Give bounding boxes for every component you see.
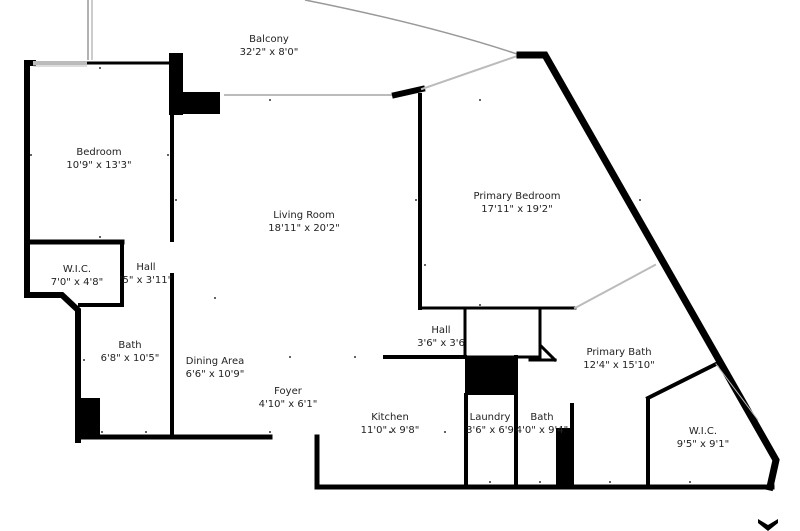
room-kitchen: Kitchen 11'0" x 9'8" — [361, 411, 420, 437]
room-living-room: Living Room 18'11" x 20'2" — [268, 209, 340, 235]
room-wic-right: W.I.C. 9'5" x 9'1" — [677, 425, 729, 451]
room-hall-center: Hall 3'6" x 3'6 — [417, 324, 465, 350]
room-dims: 12'4" x 15'10" — [583, 360, 655, 371]
room-dims: 17'11" x 19'2" — [481, 204, 553, 215]
room-wic-left: W.I.C. 7'0" x 4'8" — [51, 263, 103, 289]
windows — [33, 61, 87, 67]
room-bedroom: Bedroom 10'9" x 13'3" — [66, 146, 131, 172]
room-balcony: Balcony 32'2" x 8'0" — [240, 33, 299, 59]
room-dims: 18'11" x 20'2" — [268, 223, 340, 234]
room-name: Foyer — [274, 386, 302, 397]
room-name: Bath — [530, 412, 554, 423]
room-name: Bedroom — [76, 147, 122, 158]
room-hall-left: Hall '5" x 3'11" — [120, 261, 172, 287]
room-dims: 4'10" x 6'1" — [258, 399, 318, 410]
room-bath-left: Bath 6'8" x 10'5" — [101, 339, 160, 365]
room-name: Hall — [431, 325, 451, 336]
room-dims: 32'2" x 8'0" — [239, 47, 299, 58]
room-dims: 10'9" x 13'3" — [66, 160, 132, 171]
room-name: Kitchen — [371, 412, 409, 423]
room-dims: '5" x 3'11" — [119, 275, 173, 286]
north-arrow-icon — [758, 519, 778, 531]
room-dims: 3'6" x 3'6 — [417, 338, 465, 349]
room-dims: 9'5" x 9'1" — [676, 439, 730, 450]
room-dims: 7'0" x 4'8" — [50, 277, 104, 288]
room-name: Bath — [118, 340, 142, 351]
room-name: Living Room — [273, 210, 335, 221]
room-primary-bedroom: Primary Bedroom 17'11" x 19'2" — [473, 190, 560, 216]
room-primary-bath: Primary Bath 12'4" x 15'10" — [583, 346, 655, 372]
room-name: W.I.C. — [688, 426, 718, 437]
room-dims: 3'6" x 6'9 — [466, 425, 514, 436]
room-name: Laundry — [469, 412, 511, 423]
room-dims: 4'0" x 9'4" — [515, 425, 569, 436]
room-foyer: Foyer 4'10" x 6'1" — [259, 385, 318, 411]
room-name: Balcony — [249, 34, 289, 45]
room-name: Dining Area — [185, 356, 245, 367]
room-laundry: Laundry 3'6" x 6'9 — [466, 411, 514, 437]
wall-blocks — [78, 53, 573, 487]
balcony-arc — [304, 0, 521, 56]
room-bath-center: Bath 4'0" x 9'4" — [516, 411, 568, 437]
room-dining-area: Dining Area 6'6" x 10'9" — [186, 355, 245, 381]
dimension-ticks — [30, 67, 691, 483]
room-dims: 11'0" x 9'8" — [360, 425, 420, 436]
room-name: W.I.C. — [62, 264, 92, 275]
room-dims: 6'6" x 10'9" — [185, 369, 245, 380]
room-name: Primary Bedroom — [473, 191, 561, 202]
room-dims: 6'8" x 10'5" — [100, 353, 160, 364]
room-name: Primary Bath — [586, 347, 652, 358]
room-name: Hall — [136, 262, 156, 273]
